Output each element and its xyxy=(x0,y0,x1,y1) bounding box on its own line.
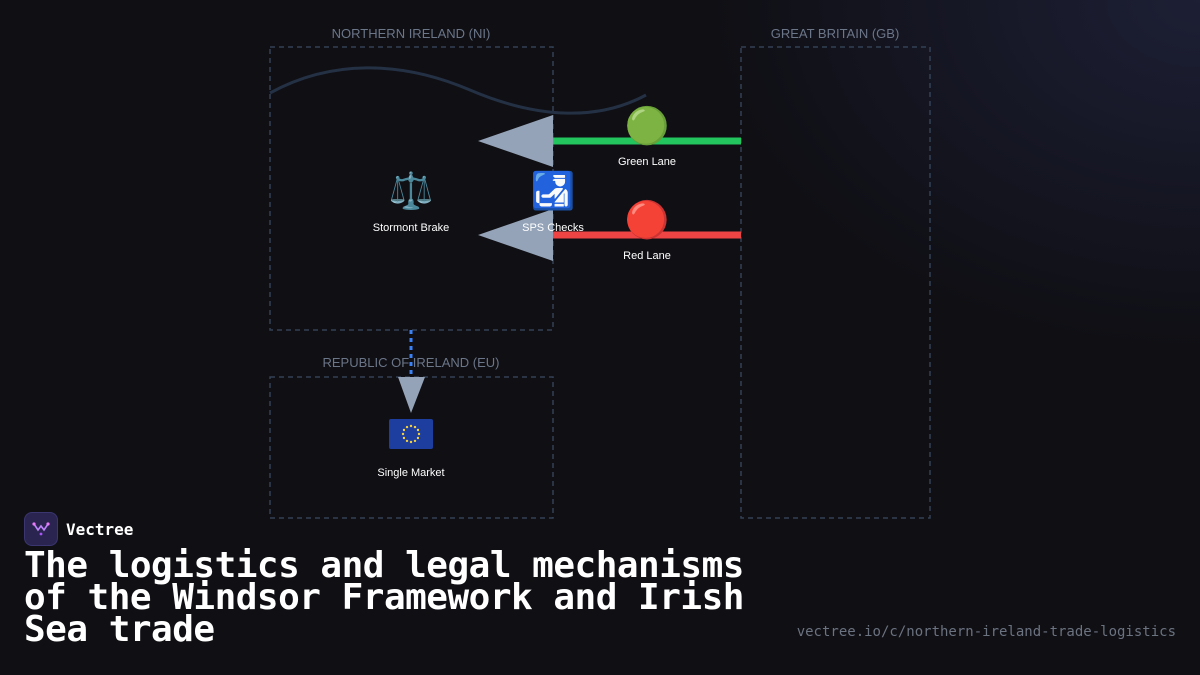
page-title: The logistics and legal mechanisms of th… xyxy=(24,545,744,650)
red-lane-arrowhead xyxy=(478,209,553,261)
region-gb-box xyxy=(740,46,931,519)
green-lane-label: Green Lane xyxy=(618,156,676,168)
eu-flag-icon xyxy=(389,419,433,449)
region-roi-label: REPUBLIC OF IRELAND (EU) xyxy=(323,355,500,370)
region-gb-label: GREAT BRITAIN (GB) xyxy=(771,26,900,41)
brand-name: Vectree xyxy=(66,519,134,539)
vectree-logo-icon xyxy=(24,512,58,546)
region-ni-box xyxy=(269,46,554,331)
region-ni-label: NORTHERN IRELAND (NI) xyxy=(332,26,491,41)
stormont-brake-label: Stormont Brake xyxy=(373,222,449,234)
region-roi-box xyxy=(269,376,554,519)
scales-icon: ⚖️ xyxy=(389,170,434,212)
eu-arrowhead xyxy=(398,377,425,413)
sea-curve-connector xyxy=(269,66,647,115)
sps-checks-label: SPS Checks xyxy=(522,222,584,234)
source-url: vectree.io/c/northern-ireland-trade-logi… xyxy=(796,624,1176,640)
green-lane-arrowhead xyxy=(478,115,553,167)
brand: Vectree xyxy=(24,512,133,546)
red-circle-icon: 🔴 xyxy=(625,199,670,241)
red-lane-label: Red Lane xyxy=(623,250,671,262)
green-circle-icon: 🟢 xyxy=(625,105,670,147)
customs-icon: 🛃 xyxy=(531,170,576,212)
single-market-label: Single Market xyxy=(377,467,444,479)
